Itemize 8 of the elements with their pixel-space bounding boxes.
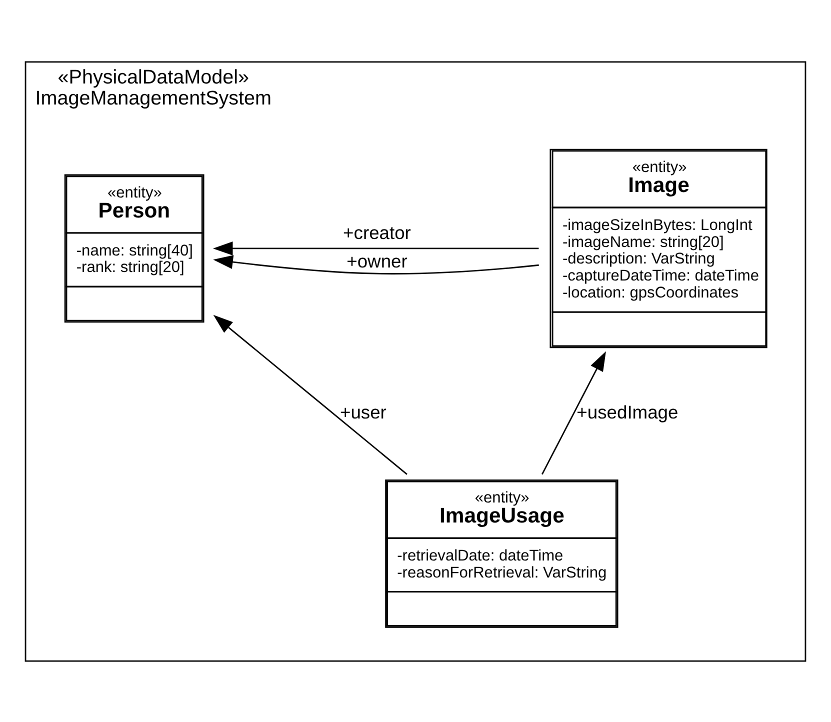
arrow bbox=[213, 254, 539, 274]
arrow bbox=[541, 350, 606, 474]
edge-label: +user bbox=[340, 401, 386, 422]
edge-label: +owner bbox=[346, 250, 408, 271]
arrow bbox=[212, 241, 539, 255]
edge-label: +creator bbox=[343, 222, 411, 243]
arrow bbox=[213, 314, 408, 474]
edge-label: +usedImage bbox=[576, 401, 678, 422]
